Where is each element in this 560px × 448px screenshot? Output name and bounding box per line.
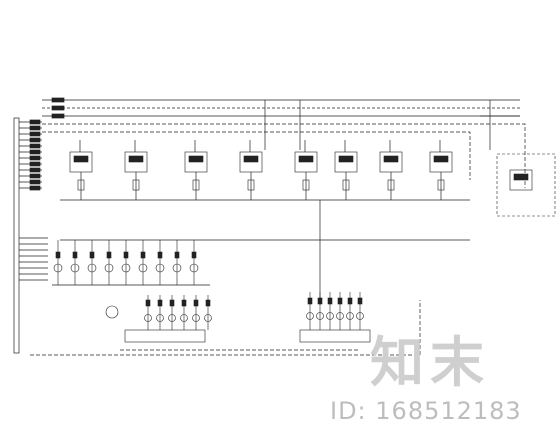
- chiller-coil: [298, 155, 314, 163]
- header-tag: [29, 173, 41, 179]
- chiller-coil: [73, 155, 89, 163]
- chiller-coil: [513, 173, 529, 181]
- header-tag: [29, 137, 41, 143]
- header-tag: [29, 131, 41, 137]
- chiller-unit: [334, 151, 358, 173]
- pump-symbol: [156, 314, 164, 322]
- pump-valve: [157, 299, 163, 307]
- pump-valve: [317, 297, 323, 305]
- pump-valve: [307, 297, 313, 305]
- header-tag: [29, 167, 41, 173]
- chiller-coil: [338, 155, 354, 163]
- chiller-unit: [509, 169, 533, 191]
- pump-valve: [140, 251, 146, 259]
- dashed-return-loop: [42, 131, 471, 180]
- pump-symbol: [138, 263, 148, 273]
- pump-symbol: [70, 263, 80, 273]
- pump-valve: [157, 251, 163, 259]
- chiller-coil: [383, 155, 399, 163]
- pump-symbol: [87, 263, 97, 273]
- pump-symbol: [104, 263, 114, 273]
- pump-base-tank: [124, 329, 206, 343]
- watermark-logo: 知末: [370, 331, 490, 394]
- dashed-return-loop: [30, 300, 421, 356]
- pump-symbol: [336, 312, 344, 320]
- pump-valve: [205, 299, 211, 307]
- pump-valve: [89, 251, 95, 259]
- pump-symbol: [189, 263, 199, 273]
- pump-symbol: [306, 312, 314, 320]
- pump-valve: [347, 297, 353, 305]
- pump-base-tank: [299, 329, 371, 343]
- unit-valve: [247, 179, 255, 191]
- chiller-unit: [379, 151, 403, 173]
- pump-valve: [145, 299, 151, 307]
- pump-valve: [181, 299, 187, 307]
- header-tag: [29, 161, 41, 167]
- pump-valve: [169, 299, 175, 307]
- chiller-unit: [124, 151, 148, 173]
- chiller-coil: [433, 155, 449, 163]
- remote-unit-box: [496, 153, 556, 217]
- header-tag: [29, 125, 41, 131]
- pump-symbol: [121, 263, 131, 273]
- pump-symbol: [326, 312, 334, 320]
- pump-valve: [337, 297, 343, 305]
- pump-symbol: [53, 263, 63, 273]
- watermark-id: ID: 168512183: [330, 397, 522, 425]
- header-tag: [29, 149, 41, 155]
- chiller-coil: [243, 155, 259, 163]
- pump-symbol: [180, 314, 188, 322]
- pump-symbol: [204, 314, 212, 322]
- header-tag: [29, 155, 41, 161]
- pump-valve: [72, 251, 78, 259]
- chiller-unit: [184, 151, 208, 173]
- supply-tag: [51, 105, 65, 111]
- header-tag: [29, 185, 41, 191]
- chiller-unit: [239, 151, 263, 173]
- unit-valve: [437, 179, 445, 191]
- unit-valve: [192, 179, 200, 191]
- chiller-unit: [294, 151, 318, 173]
- unit-valve: [132, 179, 140, 191]
- pump-symbol: [192, 314, 200, 322]
- chiller-coil: [188, 155, 204, 163]
- chiller-coil: [128, 155, 144, 163]
- pump-valve: [55, 251, 61, 259]
- pump-symbol: [168, 314, 176, 322]
- pump-symbol: [155, 263, 165, 273]
- pump-valve: [106, 251, 112, 259]
- header-tag: [29, 179, 41, 185]
- pump-symbol: [172, 263, 182, 273]
- pump-valve: [191, 251, 197, 259]
- pump-symbol: [316, 312, 324, 320]
- chiller-unit: [429, 151, 453, 173]
- pump-valve: [193, 299, 199, 307]
- header-bar: [13, 117, 20, 354]
- pump-valve: [123, 251, 129, 259]
- pump-valve: [327, 297, 333, 305]
- dashed-return-loop: [42, 123, 526, 188]
- unit-valve: [342, 179, 350, 191]
- expansion-tank: [105, 305, 119, 319]
- unit-valve: [302, 179, 310, 191]
- pump-symbol: [144, 314, 152, 322]
- unit-valve: [77, 179, 85, 191]
- supply-tag: [51, 113, 65, 119]
- pump-symbol: [356, 312, 364, 320]
- unit-valve: [387, 179, 395, 191]
- pump-valve: [174, 251, 180, 259]
- chiller-unit: [69, 151, 93, 173]
- header-tag: [29, 119, 41, 125]
- pump-valve: [357, 297, 363, 305]
- supply-tag: [51, 97, 65, 103]
- header-tag: [29, 143, 41, 149]
- pump-symbol: [346, 312, 354, 320]
